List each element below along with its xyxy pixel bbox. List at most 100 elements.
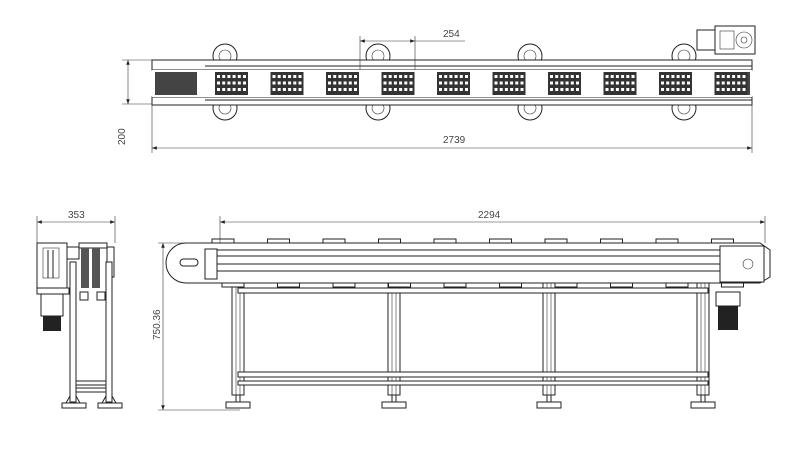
pallet-hole (404, 81, 408, 85)
pallet-hole (560, 88, 564, 91)
pallet-hole (671, 75, 675, 78)
pallet-hole (510, 81, 514, 85)
pallet-hole (348, 81, 352, 85)
support-leg (225, 282, 251, 409)
pallet-hole (666, 88, 670, 91)
pallet-hole (237, 75, 241, 78)
end-width-label: 353 (68, 210, 85, 221)
chain-pallet (381, 72, 415, 95)
pallet-hole (388, 81, 392, 85)
pallet-hole (550, 88, 553, 91)
top-pallet (600, 238, 623, 244)
side-pallets (211, 238, 744, 288)
pallet-hole (217, 75, 220, 78)
pallet-hole (383, 81, 387, 85)
pallet-hole (681, 81, 685, 85)
pallet-hole (338, 75, 342, 78)
idler-end-plate (204, 248, 218, 280)
pallet-hole (343, 75, 347, 78)
pallet-hole (515, 75, 519, 78)
chain-pallet (548, 72, 581, 95)
pallet-hole (615, 81, 619, 85)
pallet-hole (565, 88, 569, 91)
top-rail-upper (151, 59, 753, 71)
pallet-hole (610, 75, 614, 78)
pallet-hole (520, 81, 524, 85)
top-pallet (378, 238, 401, 244)
pallet-hole (459, 88, 463, 91)
pallet-hole (555, 88, 559, 91)
pallet-hole (550, 81, 553, 85)
pallet-hole (570, 81, 574, 85)
pallet-hole (288, 88, 292, 91)
pallet-hole (605, 81, 609, 85)
pallet-hole (272, 88, 276, 91)
pallet-hole (383, 75, 387, 78)
pallet-hole (404, 75, 408, 78)
return-pallet (610, 282, 633, 288)
chain-pallets (155, 72, 750, 95)
pallet-hole (676, 88, 680, 91)
pallet-hole (439, 81, 442, 85)
pallet-hole (661, 88, 664, 91)
pallet-hole (742, 75, 746, 78)
leveling-foot (225, 401, 251, 409)
end-leg-left (69, 261, 77, 403)
pallet-hole (459, 81, 463, 85)
pallet-hole (338, 81, 342, 85)
pallet-hole (742, 81, 746, 85)
pallet-hole (499, 81, 503, 85)
height-dimension-label: 750.36 (152, 309, 163, 340)
pallet-hole (444, 88, 448, 91)
pallet-hole (409, 81, 413, 85)
width-dimension: 200 (117, 59, 152, 145)
pallet-hole (383, 88, 387, 91)
pallet-hole (439, 88, 442, 91)
pallet-hole (732, 81, 736, 85)
pallet-hole (243, 88, 246, 91)
top-pallet (322, 238, 346, 244)
tensioner-slot (179, 258, 199, 267)
pallet-hole (465, 81, 468, 85)
pallet-hole (237, 81, 241, 85)
pallet-hole (227, 75, 231, 78)
pallet-hole (282, 88, 286, 91)
leg-post (387, 282, 401, 396)
pallet-hole (716, 75, 720, 78)
pallet-hole (626, 75, 630, 78)
pallet-hole (565, 81, 569, 85)
pallet-hole (409, 88, 413, 91)
pallet-hole (494, 88, 498, 91)
pallet-hole (605, 75, 609, 78)
pallet-hole (560, 81, 564, 85)
pallet-hole (237, 88, 241, 91)
pallet-hole (444, 75, 448, 78)
pallet-hole (222, 81, 226, 85)
drive-end-plate (719, 245, 765, 283)
return-pallet (332, 282, 356, 288)
pallet-hole (277, 75, 281, 78)
pallet-hole (454, 75, 458, 78)
pallet-hole (272, 75, 276, 78)
pallet-hole (393, 88, 397, 91)
pallet-hole (454, 81, 458, 85)
pallet-hole (399, 75, 403, 78)
chain-pallet (659, 72, 692, 95)
support-leg (536, 282, 562, 409)
chain-pallet (714, 72, 748, 95)
pitch-dimension-label: 254 (443, 29, 460, 40)
pallet-hole (338, 88, 342, 91)
pallet-hole (570, 75, 574, 78)
end-chain (81, 248, 100, 288)
pallet-hole (520, 75, 524, 78)
pallet-hole (494, 81, 498, 85)
pallet-hole (449, 81, 453, 85)
pallet-hole (333, 81, 337, 85)
height-dimension: 750.36 (152, 242, 240, 411)
pallet-hole (555, 81, 559, 85)
end-motor (36, 242, 70, 331)
pallet-hole (661, 81, 664, 85)
pallet-hole (621, 88, 625, 91)
pallet-hole (605, 88, 609, 91)
